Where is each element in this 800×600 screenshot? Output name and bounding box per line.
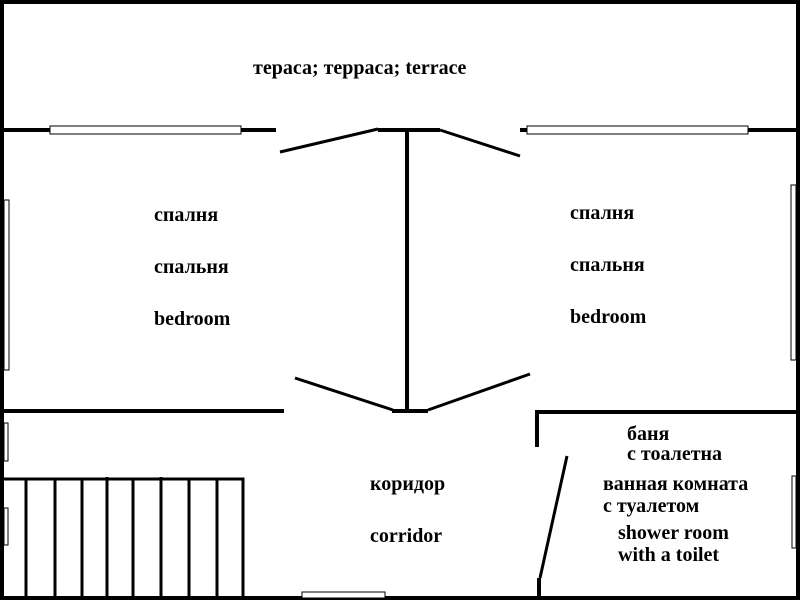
window-top-left xyxy=(49,125,242,135)
door-left-bedroom-terrace xyxy=(279,127,379,154)
bedroom-right-label-bg: спалня xyxy=(570,202,635,224)
bedroom-left-label-bg: спалня xyxy=(154,204,219,226)
window-top-right xyxy=(526,125,749,135)
staircase xyxy=(2,477,245,598)
window-corridor-bottom xyxy=(301,591,386,599)
bathroom-label-en-1: shower room xyxy=(618,522,729,544)
bathroom-label-bg-1: баня xyxy=(627,423,670,445)
terrace-label: тераса; терраса; terrace xyxy=(253,57,467,79)
door-left-bedroom-corridor xyxy=(294,376,394,412)
bedroom-left-label-en: bedroom xyxy=(154,308,231,330)
windows xyxy=(3,125,797,599)
bathroom-label-ru-1: ванная комната xyxy=(603,473,749,495)
window-corridor-left-1 xyxy=(3,422,9,462)
bathroom-label-ru-2: с туалетом xyxy=(603,495,700,517)
bedroom-right-label-ru: спальня xyxy=(570,254,645,276)
corridor-label-ru: коридор xyxy=(370,473,446,495)
bedroom-left-label-ru: спальня xyxy=(154,256,229,278)
stair-outline xyxy=(2,477,245,598)
window-corridor-left-2 xyxy=(3,507,9,546)
window-left-bedroom xyxy=(3,199,10,371)
window-bathroom xyxy=(791,475,797,549)
doors xyxy=(279,127,569,579)
window-right-bedroom xyxy=(790,184,797,361)
bathroom-label-en-2: with a toilet xyxy=(618,544,720,566)
corridor-label-en: corridor xyxy=(370,525,443,547)
door-right-bedroom-terrace xyxy=(439,128,521,158)
door-bathroom xyxy=(538,455,569,579)
door-right-bedroom-corridor xyxy=(427,372,531,412)
bathroom-label-bg-2: с тоалетна xyxy=(627,443,723,465)
bedroom-right-label-en: bedroom xyxy=(570,306,647,328)
